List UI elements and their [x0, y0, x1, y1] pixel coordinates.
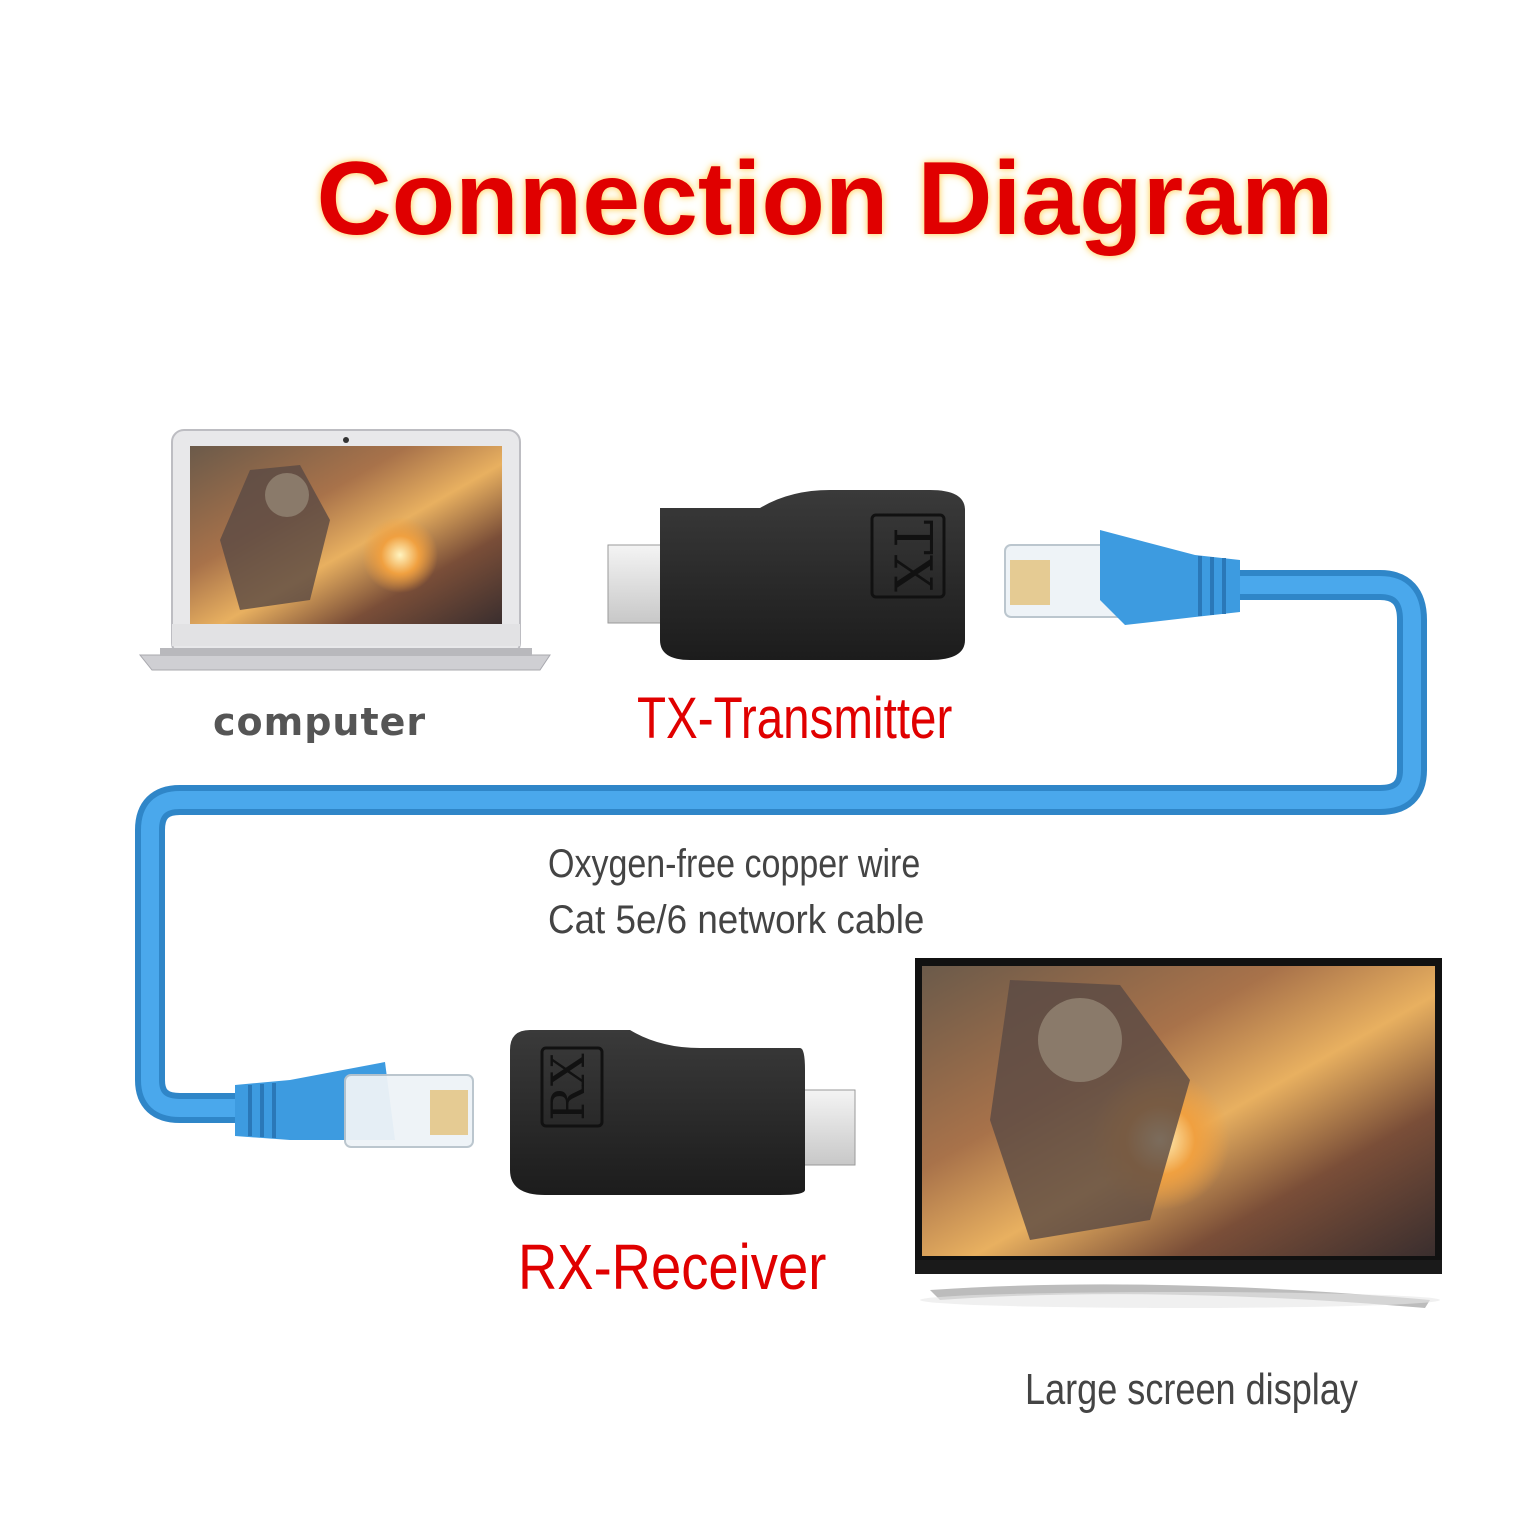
tx-marking: TX	[882, 520, 942, 592]
page-title: Connection Diagram	[316, 141, 1334, 257]
rj45-plug-icon	[1004, 530, 1240, 625]
tx-adapter-icon: TX	[607, 490, 965, 660]
rx-marking: RX	[541, 1053, 595, 1121]
transmitter-label: TX-Transmitter	[637, 686, 953, 751]
display-label: Large screen display	[1025, 1365, 1358, 1414]
computer-label: computer	[213, 700, 427, 744]
cable-icon	[135, 570, 1427, 1123]
tv-display-icon	[915, 958, 1442, 1308]
laptop-icon	[138, 429, 551, 671]
cable-description-line2: Cat 5e/6 network cable	[548, 898, 925, 942]
receiver-label: RX-Receiver	[518, 1231, 827, 1303]
rj45-plug-icon	[235, 1062, 474, 1148]
cable-description-line1: Oxygen-free copper wire	[548, 842, 921, 886]
rx-adapter-icon: RX	[510, 1030, 856, 1195]
